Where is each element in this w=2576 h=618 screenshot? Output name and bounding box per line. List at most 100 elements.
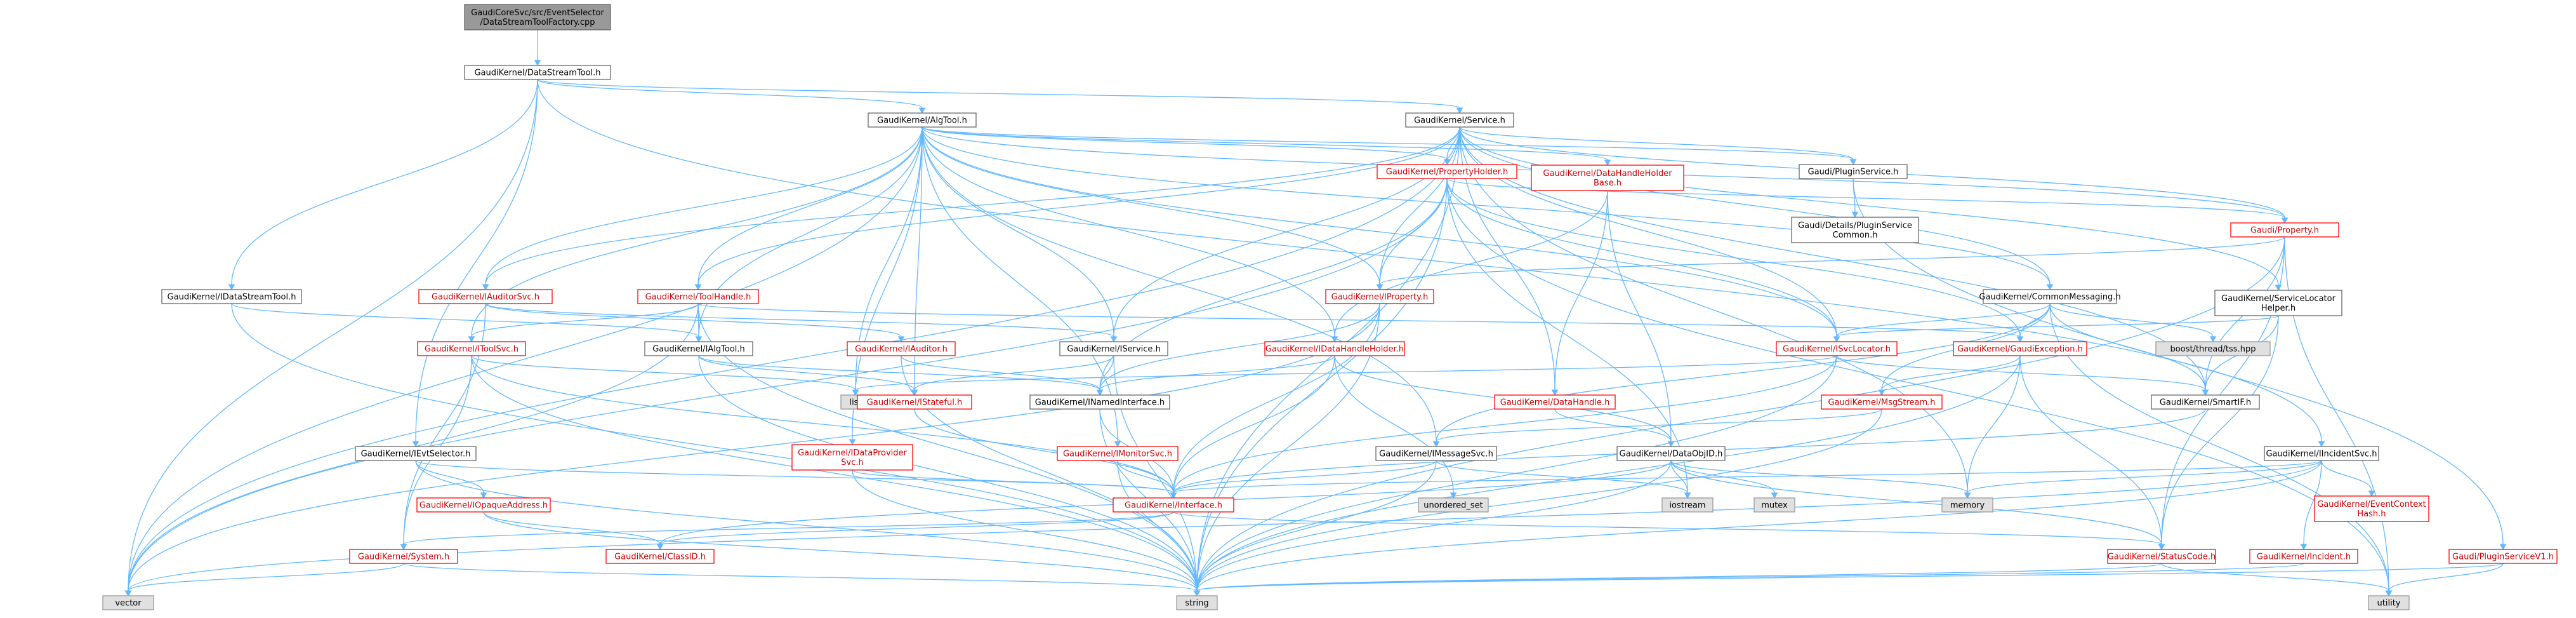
node-isvclocator[interactable]: GaudiKernel/ISvcLocator.h (1776, 341, 1898, 356)
node-iostream[interactable]: iostream (1661, 497, 1714, 513)
edge-pluginsvc-to-pluginsvcv1 (1853, 178, 2507, 551)
edge-root-to-dst (534, 30, 541, 67)
node-istateful[interactable]: GaudiKernel/IStateful.h (857, 394, 972, 410)
node-label: GaudiKernel/IIncidentSvc.h (2266, 450, 2377, 459)
edge-pluginsvcv1-to-utility (2385, 563, 2504, 597)
node-label: GaudiKernel/INamedInterface.h (1035, 398, 1165, 408)
node-propholder[interactable]: GaudiKernel/PropertyHolder.h (1377, 164, 1517, 179)
node-vector[interactable]: vector (102, 595, 154, 610)
node-memory[interactable]: memory (1941, 497, 1993, 513)
node-dst[interactable]: GaudiKernel/DataStreamTool.h (464, 65, 611, 80)
edge-incident-to-string (1193, 563, 2304, 597)
node-service[interactable]: GaudiKernel/Service.h (1405, 112, 1514, 128)
node-unorderedset[interactable]: unordered_set (1418, 497, 1489, 513)
node-dataobjid[interactable]: GaudiKernel/DataObjID.h (1616, 446, 1726, 461)
edge-algtool-to-itoolsvc (468, 126, 923, 343)
node-algtool[interactable]: GaudiKernel/AlgTool.h (868, 112, 977, 128)
node-idst[interactable]: GaudiKernel/IDataStreamTool.h (161, 289, 302, 304)
node-datahandle[interactable]: GaudiKernel/DataHandle.h (1494, 394, 1616, 410)
node-itoolsvc[interactable]: GaudiKernel/IToolSvc.h (417, 341, 526, 356)
node-statuscode[interactable]: GaudiKernel/StatusCode.h (2107, 549, 2216, 564)
node-label: GaudiKernel/ClassID.h (614, 553, 706, 562)
node-inamed[interactable]: GaudiKernel/INamedInterface.h (1029, 394, 1170, 410)
node-ialgtool[interactable]: GaudiKernel/IAlgTool.h (644, 341, 753, 356)
node-label: GaudiKernel/IToolSvc.h (425, 345, 519, 354)
node-boosttss[interactable]: boost/thread/tss.hpp (2155, 341, 2271, 356)
edge-algtool-to-imonitor (921, 126, 1121, 448)
node-iservice[interactable]: GaudiKernel/IService.h (1059, 341, 1168, 356)
edge-property-to-iproperty (1376, 236, 2285, 291)
node-mutex[interactable]: mutex (1754, 497, 1795, 513)
node-label: unordered_set (1423, 501, 1483, 511)
node-utility[interactable]: utility (2368, 595, 2410, 610)
edge-gaudiexc-to-memory (1964, 355, 2021, 499)
edge-dataobjid-to-string (1193, 460, 1672, 597)
node-label: GaudiKernel/IOpaqueAddress.h (419, 501, 548, 511)
edge-dhholderbase-to-dataobjid (1607, 190, 1675, 448)
edge-statuscode-to-string (1193, 563, 2162, 597)
node-label: GaudiKernel/IAlgTool.h (652, 345, 745, 354)
node-classid[interactable]: GaudiKernel/ClassID.h (605, 549, 715, 564)
node-property[interactable]: Gaudi/Property.h (2230, 222, 2339, 238)
node-label: mutex (1761, 501, 1788, 511)
edge-iauditorsvc-to-system (400, 303, 486, 551)
node-imonitor[interactable]: GaudiKernel/IMonitorSvc.h (1057, 446, 1179, 461)
node-smartif[interactable]: GaudiKernel/SmartIF.h (2151, 394, 2260, 410)
edge-system-to-vector (124, 563, 404, 597)
node-label: GaudiKernel/ToolHandle.h (645, 293, 751, 302)
edge-algtool-to-iservice (921, 126, 1118, 343)
node-label: GaudiKernel/SmartIF.h (2160, 398, 2251, 408)
edge-itoolsvc-to-list (471, 355, 859, 396)
node-commonmsg[interactable]: GaudiKernel/CommonMessaging.h (1979, 289, 2121, 304)
edge-idataprov-to-string (852, 469, 1201, 597)
node-label: GaudiKernel/DataObjID.h (1620, 450, 1723, 459)
node-label: GaudiKernel/IProperty.h (1331, 293, 1429, 302)
node-gaudiexc[interactable]: GaudiKernel/GaudiException.h (1953, 341, 2087, 356)
edge-property-to-statuscode (2158, 236, 2285, 551)
node-system[interactable]: GaudiKernel/System.h (349, 549, 458, 564)
edge-algtool-to-dhholderbase (921, 126, 1611, 166)
node-ievtsel[interactable]: GaudiKernel/IEvtSelector.h (355, 446, 477, 461)
edge-dhholder-to-unorderedset (1334, 355, 1457, 499)
node-iauditor[interactable]: GaudiKernel/IAuditor.h (847, 341, 956, 356)
node-label: GaudiKernel/IDataHandleHolder.h (1265, 345, 1404, 354)
node-pluginsvc[interactable]: Gaudi/PluginService.h (1799, 164, 1908, 179)
edge-service-to-svclocator (1459, 126, 2282, 292)
edge-service-to-toolhandle (694, 126, 1460, 291)
node-label: GaudiKernel/MsgStream.h (1828, 398, 1935, 408)
nodes-layer: GaudiCoreSvc/src/EventSelector/DataStrea… (102, 4, 2558, 610)
node-label: GaudiKernel/StatusCode.h (2108, 553, 2216, 562)
edge-algtool-to-imessage (921, 126, 1440, 448)
node-root[interactable]: GaudiCoreSvc/src/EventSelector/DataStrea… (464, 4, 611, 30)
node-pluginsvcv1[interactable]: Gaudi/PluginServiceV1.h (2448, 549, 2558, 564)
edge-propholder-to-utility (1446, 178, 2393, 597)
edge-statuscode-to-utility (2161, 563, 2393, 597)
node-string[interactable]: string (1176, 595, 1218, 610)
node-iopaque[interactable]: GaudiKernel/IOpaqueAddress.h (416, 497, 551, 513)
edge-commonmsg-to-gaudiexc (2016, 303, 2051, 343)
node-label: GaudiKernel/IStateful.h (867, 398, 962, 408)
node-label: Common.h (1833, 231, 1878, 240)
edge-algtool-to-ialgtool (695, 126, 923, 343)
node-dhholder[interactable]: GaudiKernel/IDataHandleHolder.h (1264, 341, 1405, 356)
node-toolhandle[interactable]: GaudiKernel/ToolHandle.h (637, 289, 759, 304)
node-iincident[interactable]: GaudiKernel/IIncidentSvc.h (2264, 446, 2379, 461)
edge-interface-to-statuscode (1173, 511, 2165, 551)
edge-dhholderbase-to-datahandle (1551, 190, 1608, 396)
node-msgstream[interactable]: GaudiKernel/MsgStream.h (1821, 394, 1943, 410)
edge-dhholderbase-to-dhholder (1331, 190, 1608, 343)
edge-algtool-to-dhholder (921, 126, 1338, 343)
node-imessage[interactable]: GaudiKernel/IMessageSvc.h (1375, 446, 1497, 461)
node-interface[interactable]: GaudiKernel/Interface.h (1113, 497, 1234, 513)
edge-dst-to-vector (124, 79, 538, 597)
node-iproperty[interactable]: GaudiKernel/IProperty.h (1325, 289, 1434, 304)
edge-service-to-iauditorsvc (482, 126, 1460, 291)
node-iauditorsvc[interactable]: GaudiKernel/IAuditorSvc.h (418, 289, 553, 304)
node-incident[interactable]: GaudiKernel/Incident.h (2249, 549, 2358, 564)
